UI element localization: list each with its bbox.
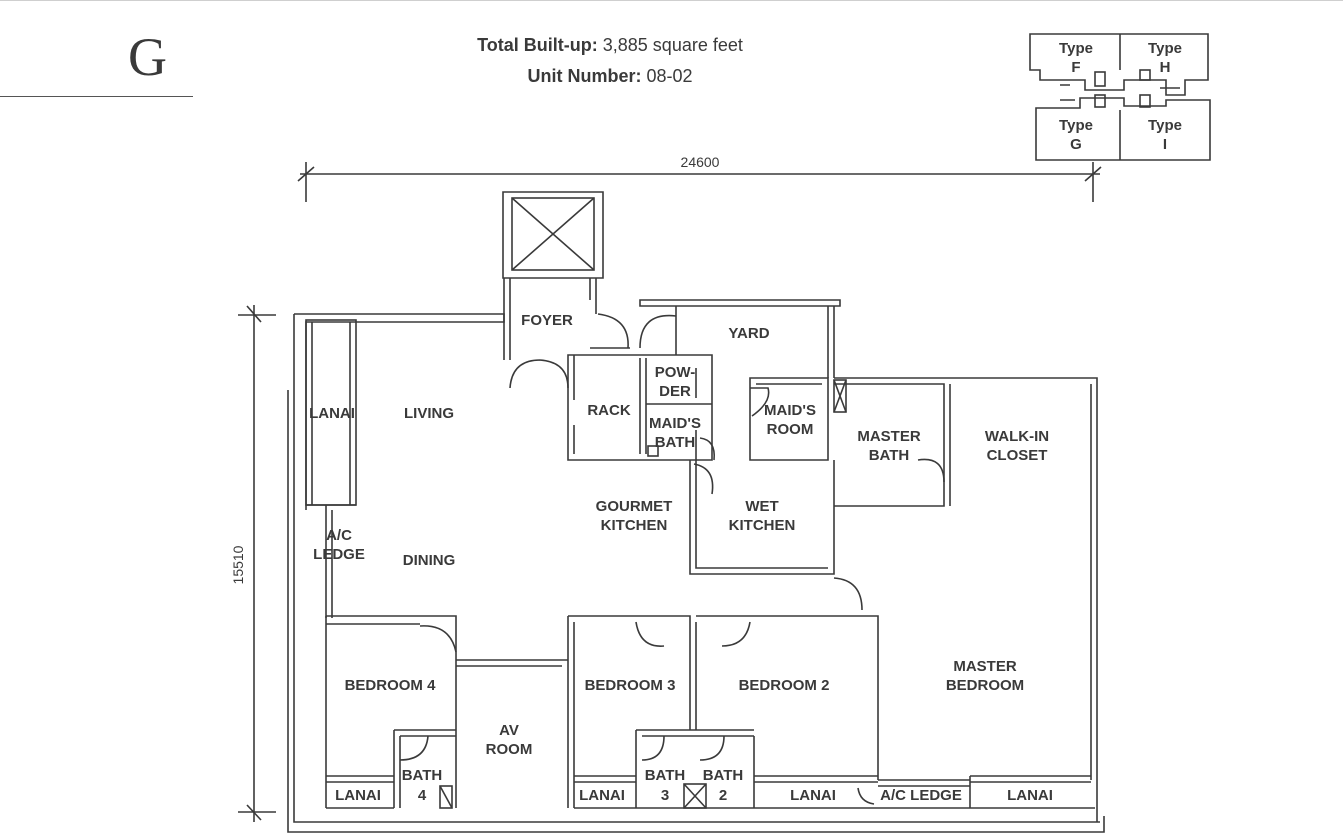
unit-number-label: Unit Number: xyxy=(527,66,642,86)
bedrooms-2-3-walls xyxy=(567,615,1095,809)
room-gourmet-line2: KITCHEN xyxy=(601,517,668,534)
room-lanai-bedroom-3: LANAI xyxy=(579,787,625,804)
room-yard: YARD xyxy=(728,325,769,342)
room-bedroom-4: BEDROOM 4 xyxy=(345,677,437,694)
unit-type-logo: G xyxy=(128,27,167,87)
keyplan-type-i-line1: Type xyxy=(1148,117,1182,134)
room-bath-2-line1: BATH xyxy=(703,767,744,784)
keyplan-type-f-line2: F xyxy=(1071,59,1080,76)
room-rack: RACK xyxy=(587,402,630,419)
room-bath-3-line2: 3 xyxy=(661,787,669,804)
unit-number-line: Unit Number: 08-02 xyxy=(400,61,820,92)
unit-number-value: 08-02 xyxy=(646,66,693,86)
built-up-line: Total Built-up: 3,885 square feet xyxy=(400,30,820,61)
room-master-bedroom-line2: BEDROOM xyxy=(946,677,1024,694)
room-maids-bath-line1: MAID'S xyxy=(649,415,701,432)
unit-info: Total Built-up: 3,885 square feet Unit N… xyxy=(400,30,820,92)
room-powder-line1: POW- xyxy=(655,364,696,381)
room-powder-line2: DER xyxy=(659,383,691,400)
room-bath-2-line2: 2 xyxy=(719,787,727,804)
room-bath-3-line1: BATH xyxy=(645,767,686,784)
room-walkin-line1: WALK-IN xyxy=(985,428,1049,445)
room-bedroom-3: BEDROOM 3 xyxy=(585,677,676,694)
room-lanai-main: LANAI xyxy=(309,405,355,422)
service-rooms xyxy=(509,306,716,495)
master-suite-walls xyxy=(834,383,951,507)
width-dimension-label: 24600 xyxy=(681,154,720,170)
room-gourmet-line1: GOURMET xyxy=(596,498,673,515)
room-av-line2: ROOM xyxy=(486,741,533,758)
wet-kitchen-walls xyxy=(689,460,863,611)
room-maids-room-line1: MAID'S xyxy=(764,402,816,419)
room-lanai-master: LANAI xyxy=(1007,787,1053,804)
built-up-value: 3,885 square feet xyxy=(602,35,743,55)
lift-core xyxy=(502,191,604,279)
master-bottom-walls xyxy=(857,775,1091,808)
room-wet-kitchen-line1: WET xyxy=(745,498,778,515)
room-master-bedroom-line1: MASTER xyxy=(953,658,1017,675)
outer-walls xyxy=(287,278,1105,833)
room-bedroom-2: BEDROOM 2 xyxy=(739,677,830,694)
keyplan-type-g-line1: Type xyxy=(1059,117,1093,134)
room-maids-room-line2: ROOM xyxy=(767,421,814,438)
maids-room-walls xyxy=(749,377,847,461)
room-ac-ledge-line1: A/C xyxy=(326,527,352,544)
room-dining: DINING xyxy=(403,552,456,569)
top-border xyxy=(0,0,1343,1)
room-ac-ledge-line2: LEDGE xyxy=(313,546,365,563)
keyplan-type-g-line2: G xyxy=(1070,136,1082,153)
room-bath-4-line1: BATH xyxy=(402,767,443,784)
width-dimension xyxy=(297,162,1102,202)
keyplan-type-h-line1: Type xyxy=(1148,40,1182,57)
built-up-label: Total Built-up: xyxy=(477,35,598,55)
room-wet-kitchen-line2: KITCHEN xyxy=(729,517,796,534)
room-master-bath-line1: MASTER xyxy=(857,428,921,445)
keyplan-type-i-line2: I xyxy=(1163,136,1167,153)
room-av-line1: AV xyxy=(499,722,519,739)
room-master-bath-line2: BATH xyxy=(869,447,910,464)
keyplan-type-f-line1: Type xyxy=(1059,40,1093,57)
room-lanai-bedroom-2: LANAI xyxy=(790,787,836,804)
room-foyer: FOYER xyxy=(521,312,573,329)
keyplan-type-h-line2: H xyxy=(1160,59,1171,76)
height-dimension-label: 15510 xyxy=(230,545,246,584)
room-bath-4-line2: 4 xyxy=(418,787,427,804)
key-plan xyxy=(1029,33,1211,161)
main-lanai-strip xyxy=(305,319,357,618)
height-dimension xyxy=(238,305,276,822)
room-walkin-line2: CLOSET xyxy=(987,447,1048,464)
room-lanai-bedroom-4: LANAI xyxy=(335,787,381,804)
bedroom-4-walls xyxy=(325,615,568,809)
room-living: LIVING xyxy=(404,405,454,422)
room-maids-bath-line2: BATH xyxy=(655,434,696,451)
room-ac-ledge-bottom: A/C LEDGE xyxy=(880,787,962,804)
logo-rule xyxy=(0,96,193,97)
